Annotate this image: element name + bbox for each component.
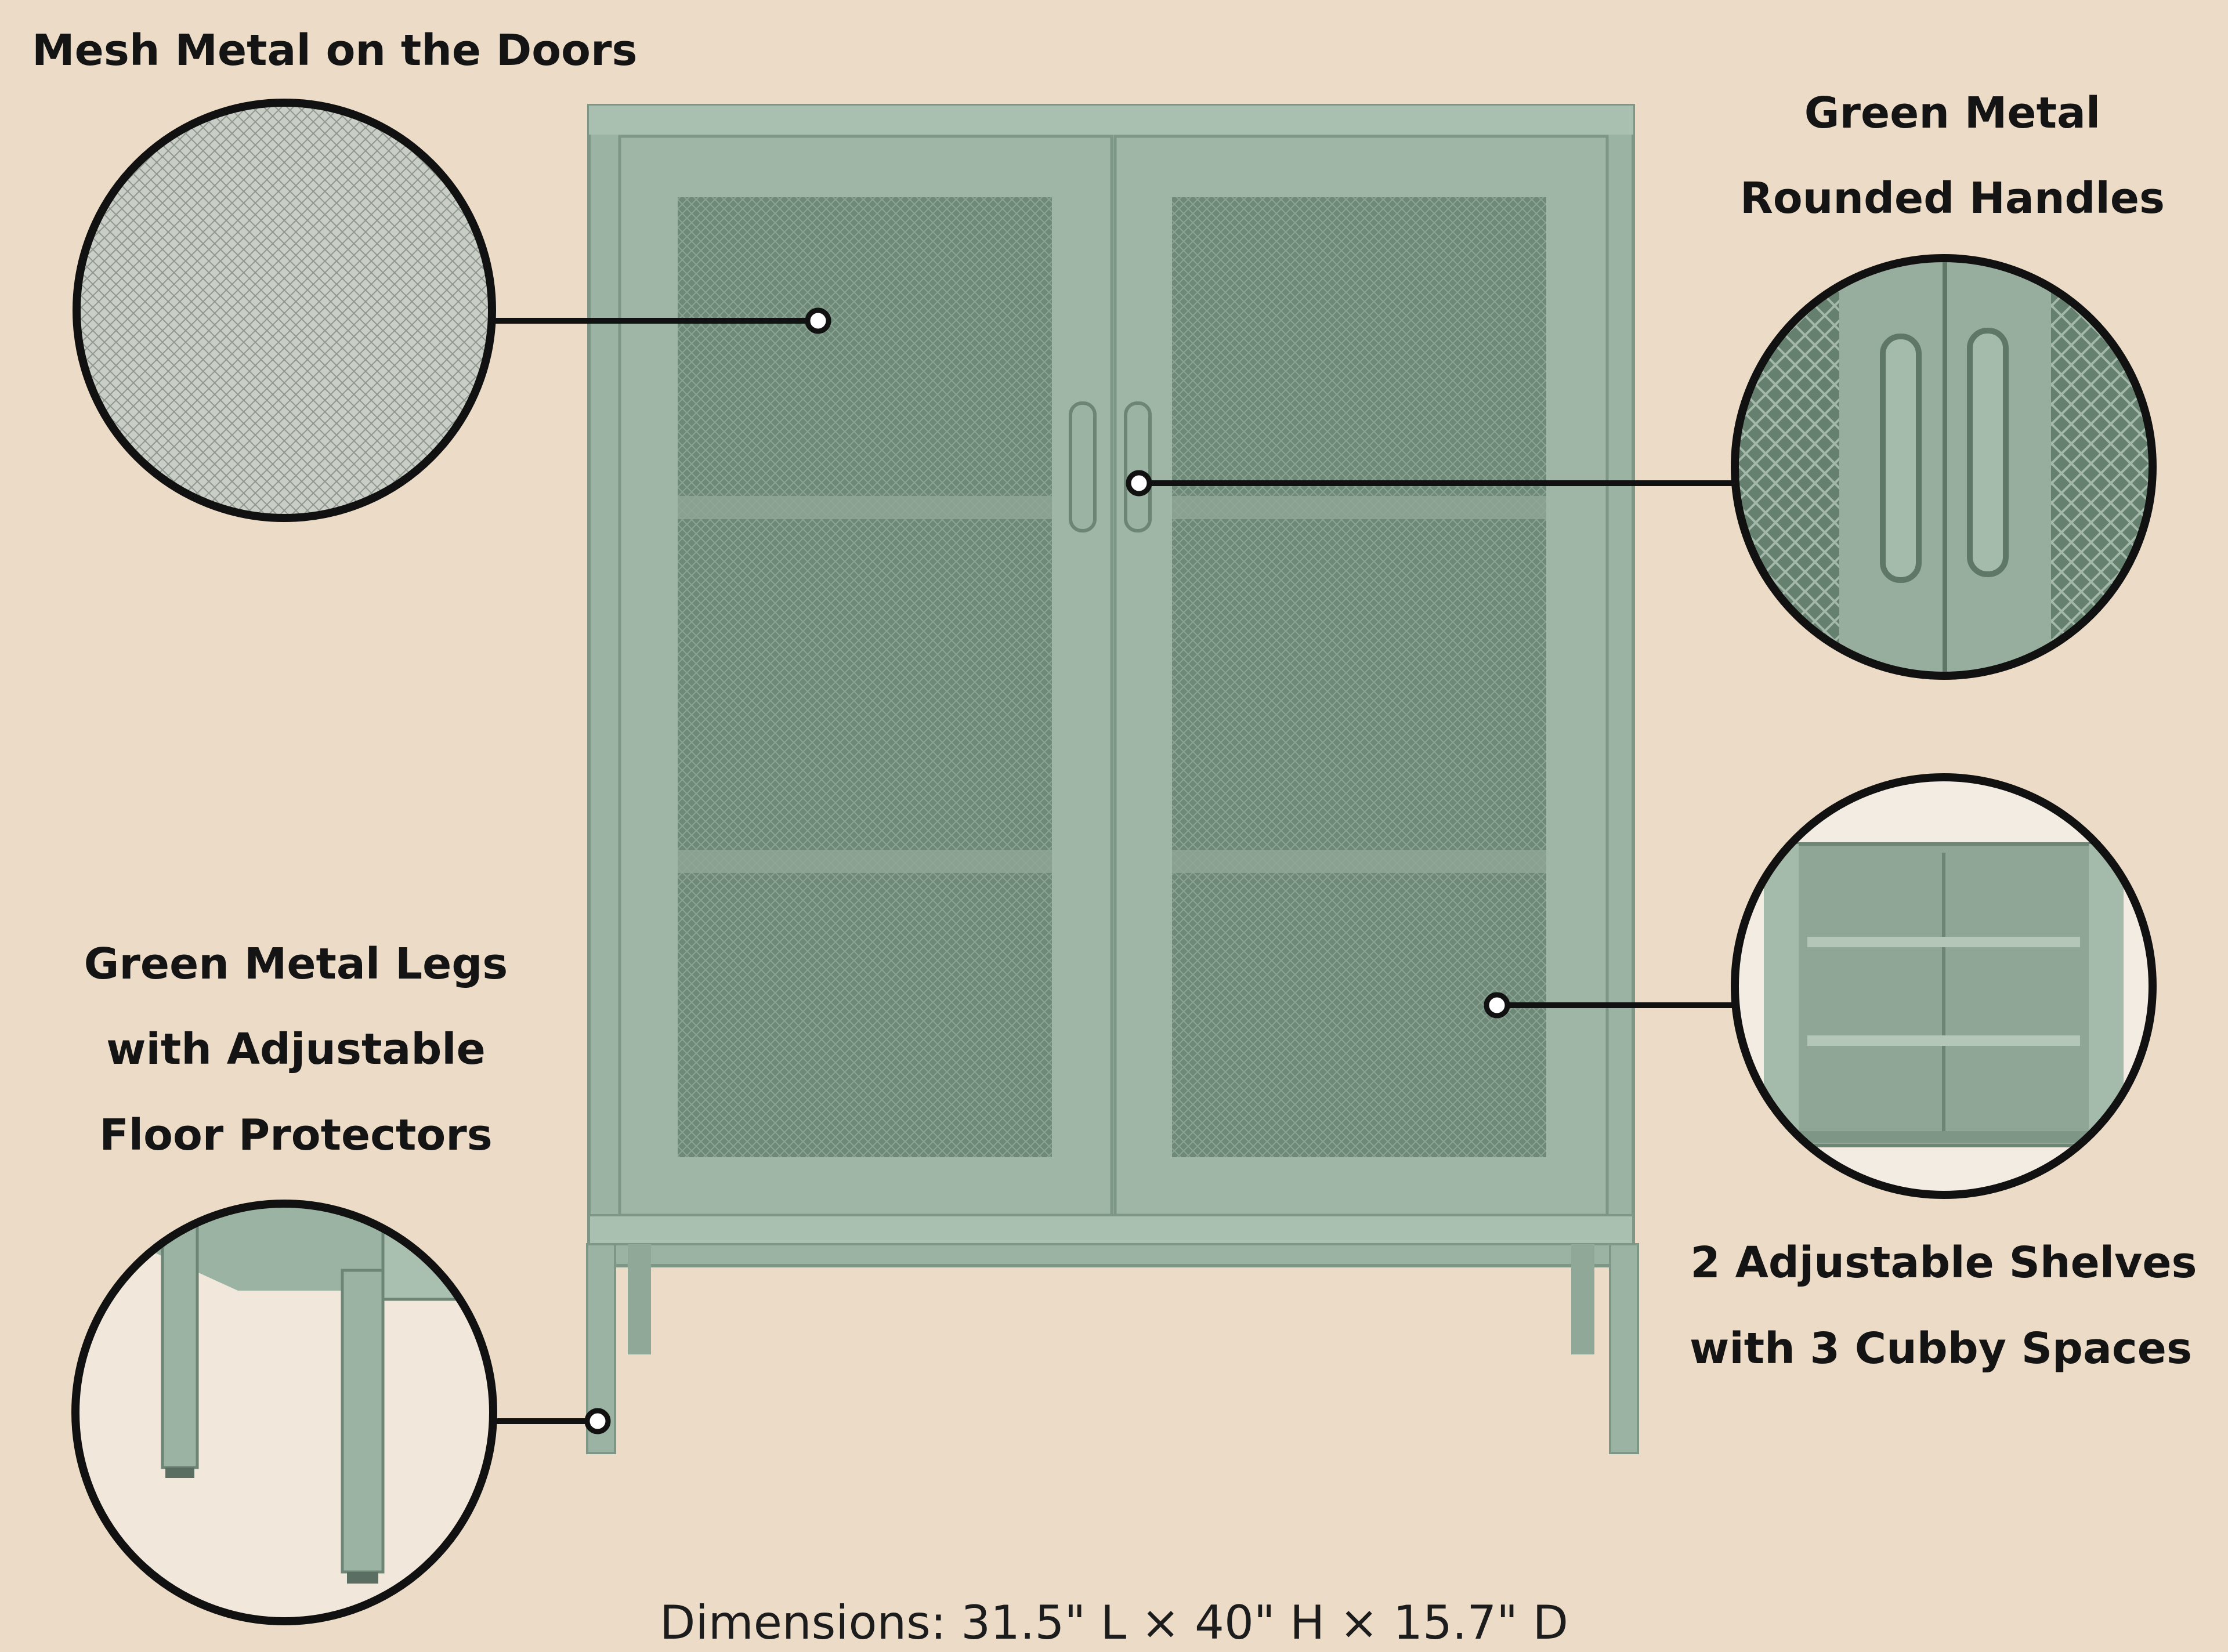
- door-handles: [1069, 401, 1152, 532]
- callout-connectors: [492, 318, 1736, 1424]
- legs-callout-label-line3: Floor Protectors: [99, 1110, 493, 1160]
- handles-callout-label-line2: Rounded Handles: [1739, 173, 2165, 223]
- shelves-callout-label-line2: with 3 Cubby Spaces: [1689, 1324, 2193, 1374]
- right-door: [1113, 135, 1609, 1217]
- mesh-detail-circle: [73, 99, 496, 522]
- handles-detail-circle: [1731, 254, 2157, 680]
- dimensions-caption: Dimensions: 31.5" L × 40" H × 15.7" D: [659, 1596, 1569, 1650]
- left-door: [618, 135, 1113, 1217]
- shelves-detail-circle: [1731, 773, 2157, 1199]
- shelves-callout-label-line1: 2 Adjustable Shelves: [1690, 1238, 2197, 1288]
- callout-dots: [584, 307, 1510, 1434]
- cabinet-legs: [586, 1243, 1639, 1454]
- handles-callout-label-line1: Green Metal: [1804, 88, 2101, 138]
- legs-callout-label-line2: with Adjustable: [106, 1024, 486, 1074]
- legs-callout-label-line1: Green Metal Legs: [84, 939, 508, 989]
- mesh-callout-label: Mesh Metal on the Doors: [32, 26, 638, 75]
- legs-detail-circle: [71, 1200, 497, 1625]
- cabinet: [586, 104, 1639, 1454]
